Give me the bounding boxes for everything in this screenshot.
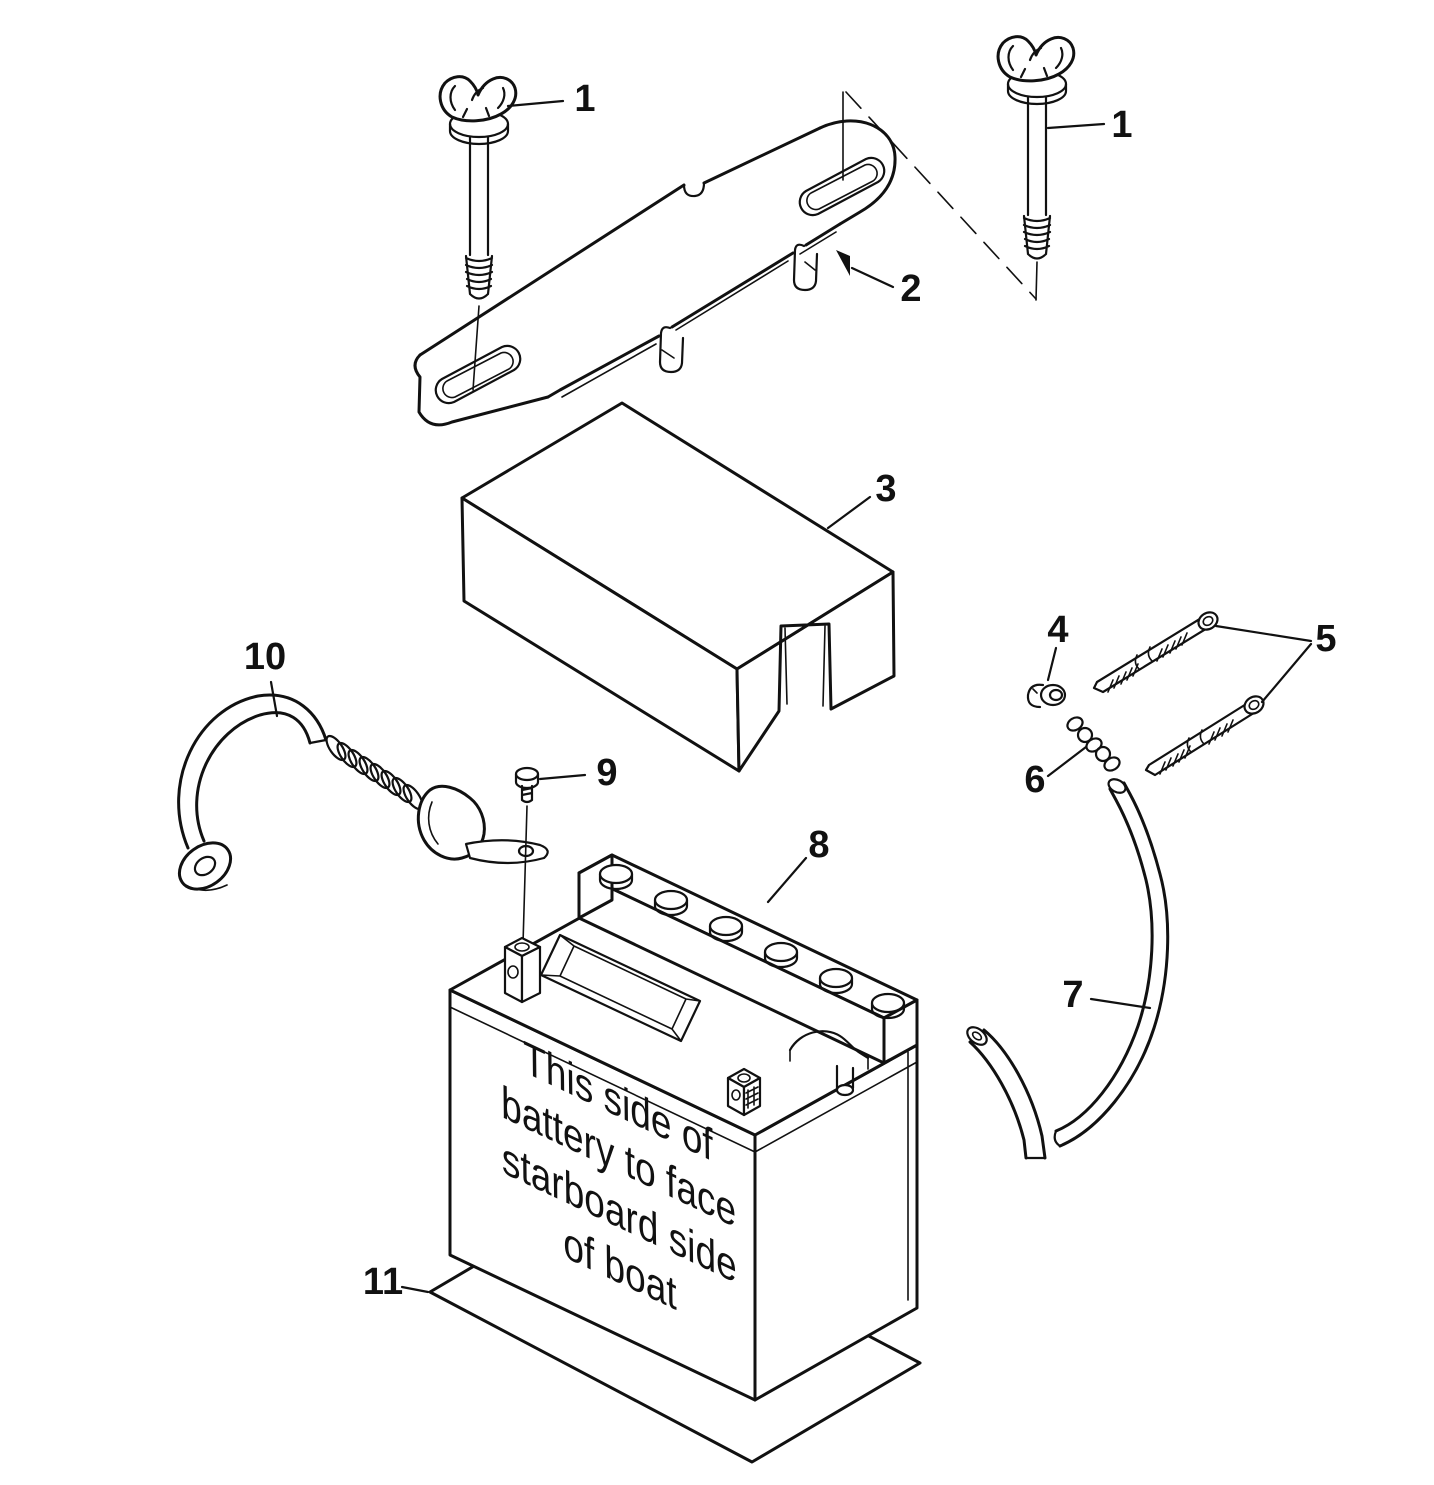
leader-1-right (1046, 122, 1106, 130)
leader-8 (766, 856, 808, 904)
assembly-axis-right (842, 91, 1038, 301)
callout-7: 7 (1062, 974, 1083, 1016)
terminal-bolt (514, 766, 540, 945)
wing-bolt-right (996, 35, 1076, 260)
leader-3 (826, 495, 872, 530)
leader-6 (1046, 745, 1088, 778)
leader-2 (850, 266, 895, 289)
leader-5 (1214, 624, 1313, 704)
battery-cap-rail (577, 853, 919, 1065)
hold-down-bracket (413, 119, 897, 427)
leader-4 (1046, 646, 1058, 682)
callout-3: 3 (875, 468, 896, 510)
battery-caps (598, 863, 906, 1020)
leader-10 (269, 680, 279, 718)
callout-numbers: 1 1 2 3 4 5 6 7 8 9 10 11 (244, 78, 1337, 1303)
bracket-flange-edge (836, 250, 850, 276)
vent-tube (966, 778, 1170, 1160)
battery-positive-terminal (726, 1067, 762, 1117)
battery-handle-recess (539, 933, 702, 1043)
battery-cover (460, 401, 896, 773)
battery-negative-terminal (503, 936, 542, 1004)
bracket-tab-right (792, 243, 819, 292)
callout-1-right: 1 (1111, 104, 1132, 146)
leader-9 (538, 773, 587, 781)
assembly-dash-line (845, 91, 1037, 300)
wing-bolt-left (438, 75, 518, 300)
leader-7 (1089, 997, 1152, 1010)
callout-8: 8 (808, 824, 829, 866)
callout-leaders (269, 99, 1313, 1294)
cable-spring-wrap (325, 734, 424, 811)
battery-vent-elbow (788, 1030, 870, 1097)
callout-11: 11 (363, 1261, 403, 1303)
assembly-axis-left (472, 305, 480, 391)
callout-10: 10 (244, 636, 286, 678)
mounting-screws (1092, 611, 1265, 777)
battery-seam (449, 1006, 918, 1301)
callout-2: 2 (900, 268, 921, 310)
cover-right-face (735, 570, 896, 773)
bracket-tab-left (658, 326, 685, 374)
spacer-beads (1066, 716, 1121, 772)
callout-5: 5 (1315, 618, 1336, 660)
leader-1-left (506, 99, 565, 108)
battery: This side of battery to face starboard s… (448, 853, 919, 1402)
terminal-grommet (1026, 683, 1067, 709)
callout-4: 4 (1047, 609, 1068, 651)
callout-9: 9 (596, 752, 617, 794)
leader-11 (400, 1285, 430, 1294)
ground-cable (177, 693, 549, 892)
callout-6: 6 (1024, 759, 1045, 801)
callout-1-left: 1 (574, 78, 595, 120)
